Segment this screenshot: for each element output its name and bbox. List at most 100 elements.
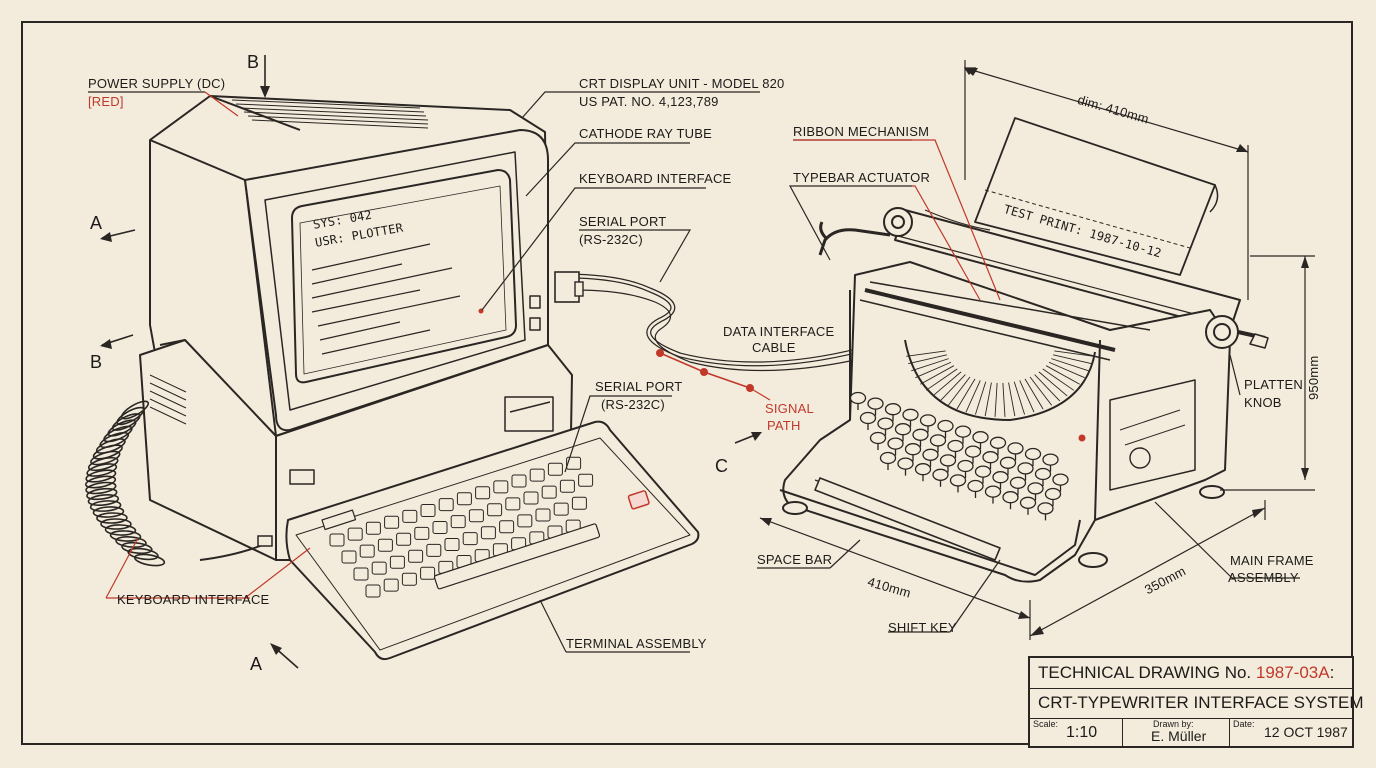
typebar	[956, 378, 976, 410]
typebar	[925, 368, 958, 391]
coil-loop	[85, 469, 117, 483]
label-serial-port-top: SERIAL PORT	[579, 214, 667, 229]
coil-loop	[90, 450, 121, 466]
keyboard-key	[384, 515, 400, 529]
typewriter-key	[894, 423, 912, 436]
drawing-border	[21, 21, 1353, 745]
keyboard-key	[535, 508, 551, 522]
keyboard-key	[408, 549, 424, 563]
drawn-by-value: E. Müller	[1151, 728, 1207, 744]
label-data-interface-1: DATA INTERFACE	[723, 324, 835, 339]
coil-loop	[84, 475, 117, 489]
date-label: Date:	[1233, 719, 1255, 729]
label-dim-950: 950mm	[1306, 355, 1321, 400]
keyboard-key	[505, 497, 521, 511]
typewriter-key	[887, 437, 904, 450]
keyboard-key	[571, 496, 587, 510]
keyboard-key	[383, 578, 399, 592]
typebar	[939, 374, 966, 402]
typewriter-key	[884, 403, 902, 416]
typebar	[1008, 382, 1016, 417]
keyboard	[285, 420, 700, 661]
keyboard-key	[341, 550, 357, 564]
keyboard-key	[456, 492, 472, 506]
label-platten-1: PLATTEN	[1244, 377, 1303, 392]
typewriter-key	[1017, 462, 1034, 475]
keyboard-key	[487, 503, 503, 517]
date-value: 12 OCT 1987	[1264, 724, 1348, 740]
typewriter-key	[877, 417, 894, 430]
keyboard-key	[359, 544, 375, 558]
label-space-bar: SPACE BAR	[757, 552, 833, 567]
coil-loop	[109, 530, 142, 542]
label-power-supply: POWER SUPPLY (DC)	[88, 76, 226, 91]
typewriter-key	[1052, 473, 1069, 486]
typewriter-key	[964, 445, 982, 458]
dimension-arrows	[760, 68, 1309, 636]
typebar	[1053, 354, 1092, 365]
typebar	[974, 381, 987, 415]
coil-loop	[115, 536, 147, 548]
typewriter-key	[1034, 467, 1052, 481]
keyboard-key	[541, 485, 557, 499]
typewriter-key	[972, 431, 989, 444]
typewriter-key	[989, 436, 1007, 449]
typebar	[1038, 371, 1068, 397]
leader-lines	[88, 91, 1300, 653]
keyboard-key	[377, 538, 393, 552]
typewriter-key	[932, 468, 949, 481]
typewriter-key	[999, 456, 1017, 469]
scale-value: 1:10	[1066, 724, 1098, 741]
typewriter-key	[922, 448, 939, 461]
typewriter-key	[984, 485, 1002, 498]
typebar	[947, 376, 971, 406]
typebar	[1045, 365, 1080, 385]
typebar	[1048, 361, 1085, 379]
top-vents	[231, 99, 429, 129]
coil-loop	[121, 541, 153, 555]
keyboard-key	[353, 567, 369, 581]
keyboard-key	[420, 566, 436, 580]
label-terminal-assembly: TERMINAL ASSEMBLY	[566, 636, 707, 651]
label-ribbon-mechanism: RIBBON MECHANISM	[793, 124, 930, 139]
typewriter-key	[929, 434, 947, 447]
coil-loop	[92, 506, 125, 518]
keyboard-key	[517, 514, 533, 528]
keyboard-key	[493, 480, 509, 494]
label-signal-path-2: PATH	[767, 418, 801, 433]
label-serial-port-top-spec: (RS-232C)	[579, 232, 643, 247]
red-leader-lines	[105, 91, 1001, 599]
typewriter-key	[982, 451, 999, 464]
title-block-row-subtitle: CRT-TYPEWRITER INTERFACE SYSTEM	[1030, 688, 1364, 719]
crt-monitor	[149, 95, 549, 437]
typewriter-key	[1042, 453, 1059, 466]
label-data-interface-2: CABLE	[752, 340, 796, 355]
typewriter-keys	[849, 391, 1069, 521]
typewriter-key	[974, 465, 992, 478]
title-suffix: :	[1329, 663, 1335, 682]
label-shift-key: SHIFT KEY	[888, 620, 957, 635]
label-serial-port-mid-spec: (RS-232C)	[601, 397, 665, 412]
typebar	[1054, 350, 1094, 357]
typewriter-key	[904, 443, 922, 456]
screen-lines	[311, 243, 461, 355]
side-vents	[149, 374, 187, 425]
typewriter-key	[897, 457, 914, 470]
label-crt-display: CRT DISPLAY UNIT - MODEL 820	[579, 76, 785, 91]
drawn-by-cell: Drawn by: E. Müller	[1123, 718, 1230, 746]
typewriter-key	[1002, 491, 1019, 504]
section-marker-a-left: A	[90, 213, 103, 233]
keyboard-key	[480, 526, 496, 540]
keyboard-key	[389, 555, 405, 569]
section-marker-a-bottom: A	[250, 654, 263, 674]
drawing-title: TECHNICAL DRAWING No. 1987-03A:	[1038, 663, 1334, 683]
drawing-number: 1987-03A	[1255, 663, 1330, 682]
coil-loop	[133, 553, 166, 567]
keyboard-key	[475, 486, 491, 500]
keyboard-key	[559, 479, 575, 493]
drawing-subtitle: CRT-TYPEWRITER INTERFACE SYSTEM	[1038, 693, 1364, 712]
coil-loop	[86, 463, 118, 477]
data-cable	[554, 271, 861, 372]
section-marker-b-left: B	[90, 352, 103, 372]
